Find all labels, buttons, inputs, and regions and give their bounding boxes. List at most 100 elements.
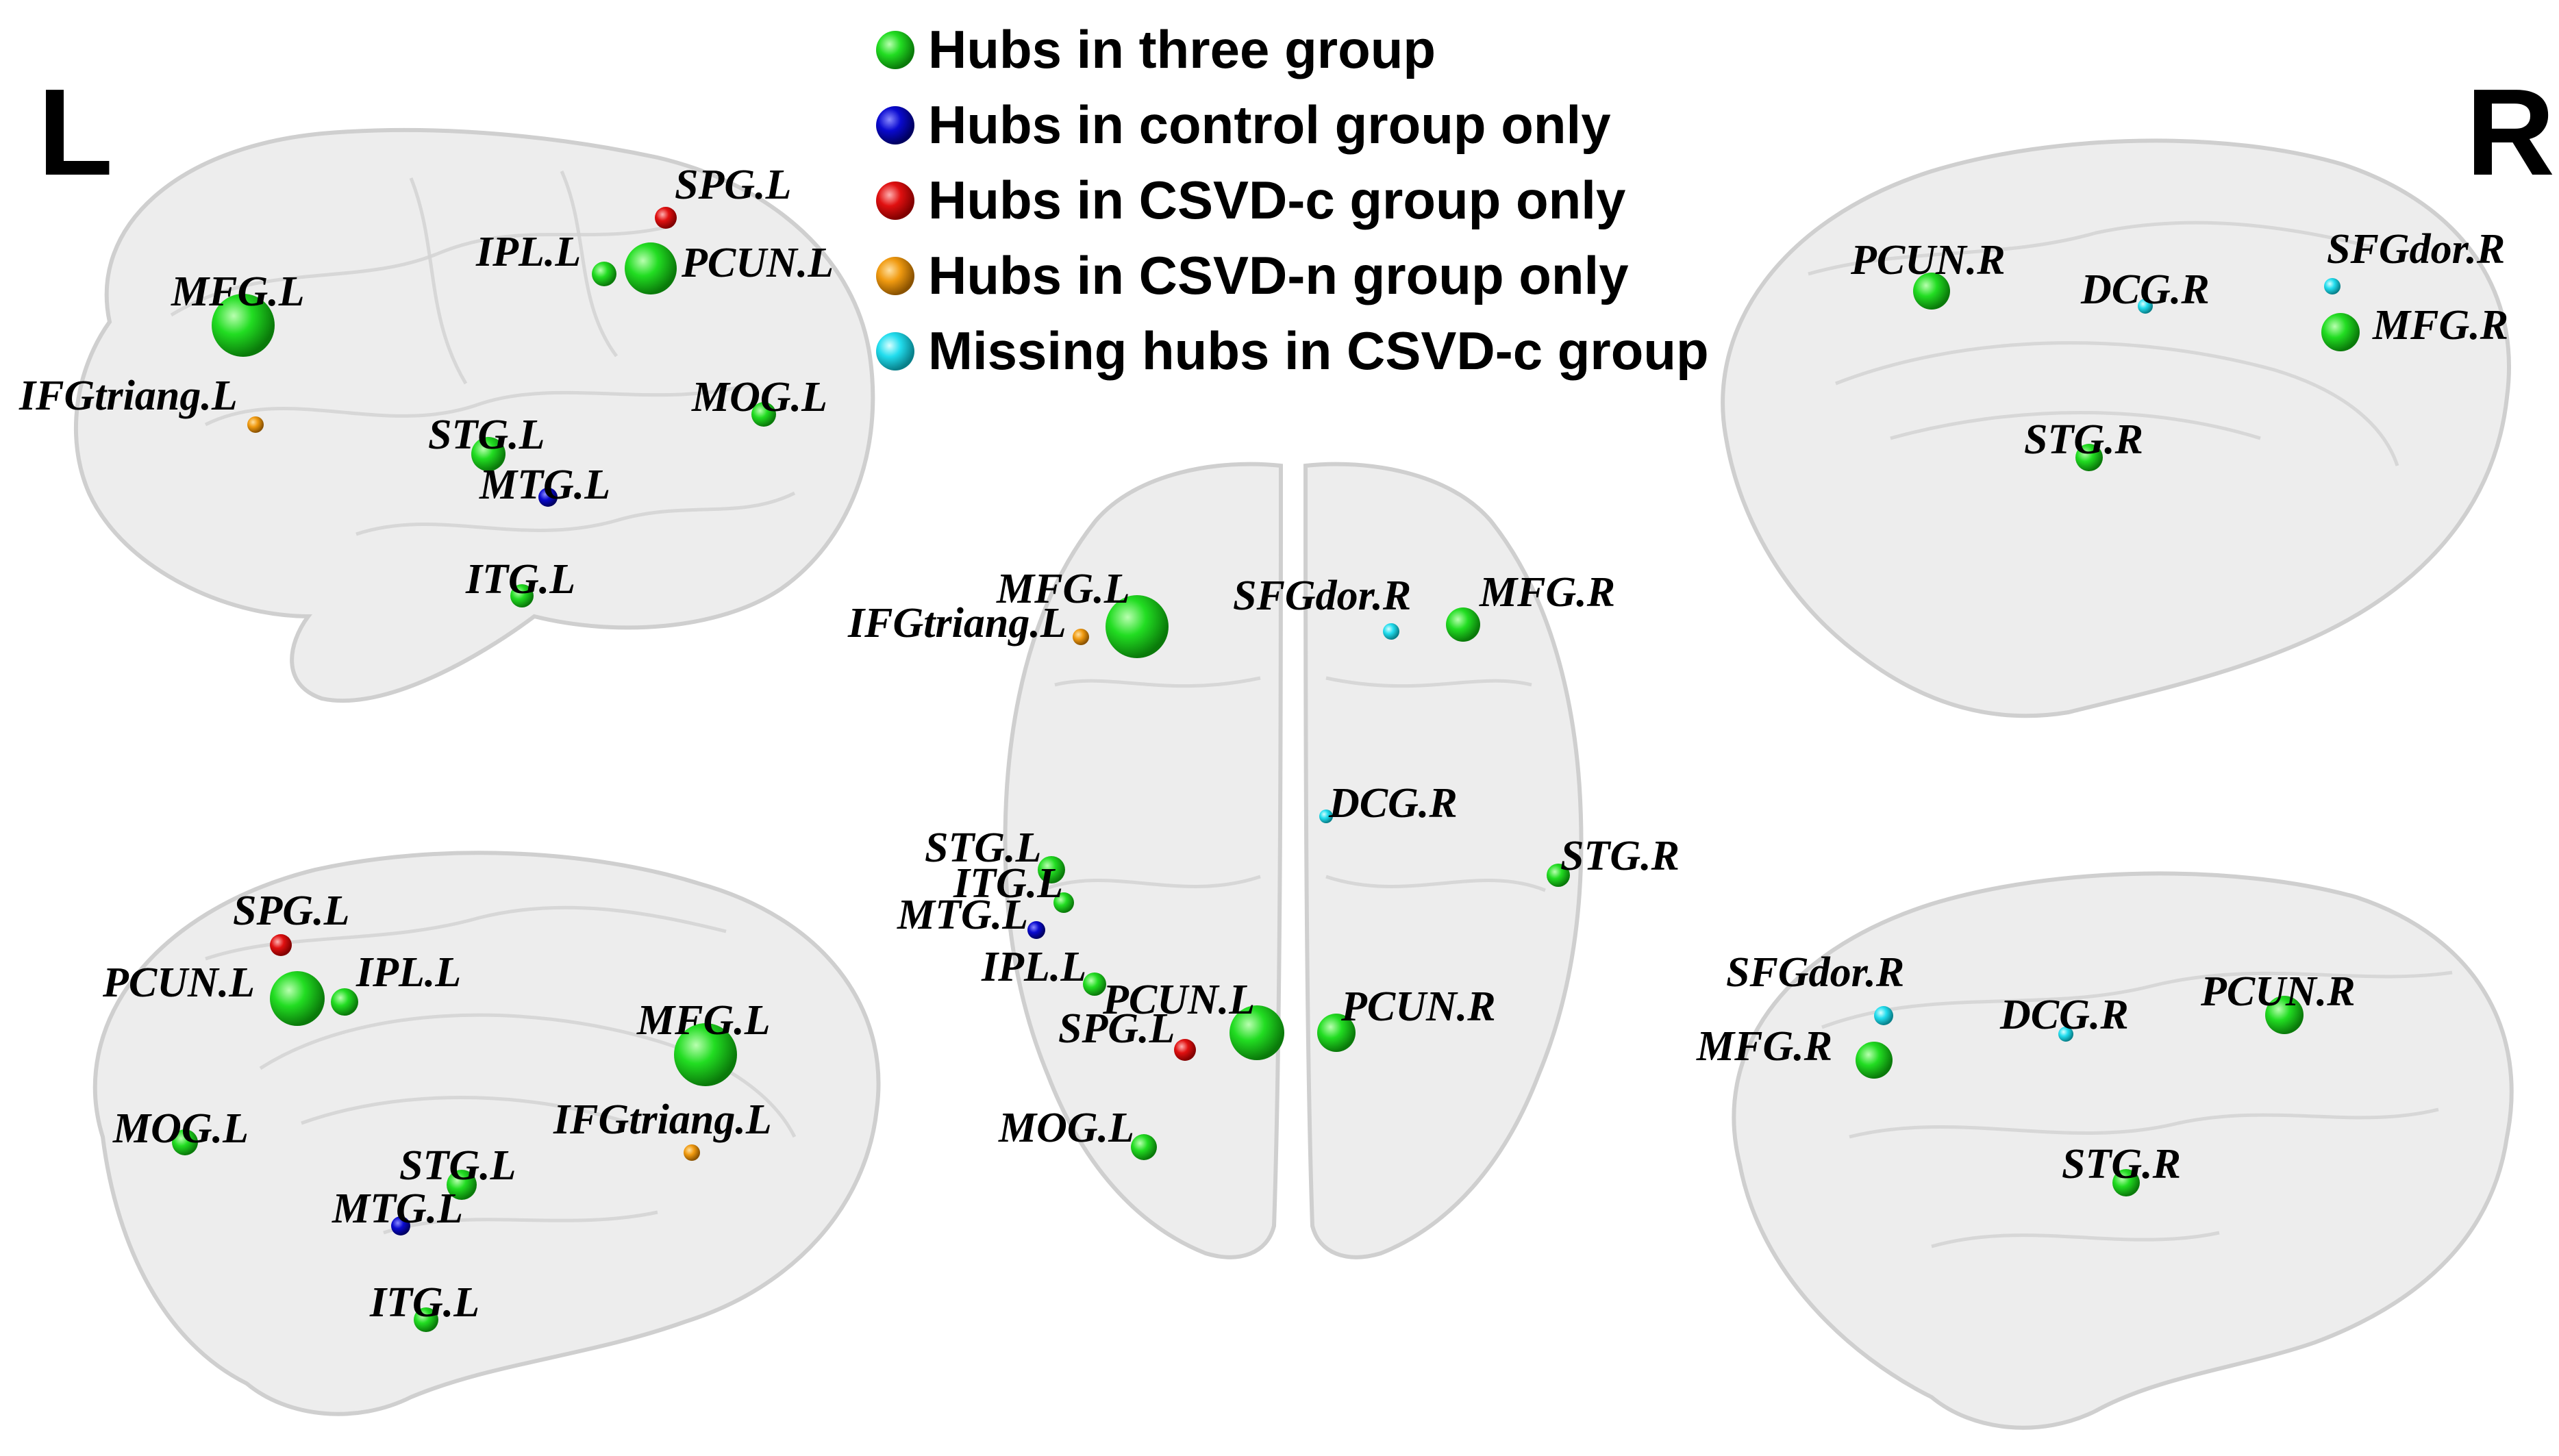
hub-label-pcun-r: PCUN.R [1850, 237, 2006, 284]
hub-node-ipl-l [592, 262, 616, 286]
hub-label-ipl-l: IPL.L [475, 229, 581, 275]
hub-label-mtg-l: MTG.L [332, 1185, 463, 1232]
hub-node-mfg-r [2321, 313, 2360, 351]
legend-item-orange: Hubs in CSVD-n group only [876, 245, 1629, 305]
legend-swatch-cyan [876, 332, 914, 371]
hub-label-stg-r: STG.R [2062, 1141, 2181, 1188]
legend-swatch-green [876, 31, 914, 69]
hub-label-stg-l: STG.L [399, 1142, 516, 1189]
hub-label-mfg-r: MFG.R [1696, 1023, 1832, 1070]
hub-label-sfgdor-r: SFGdor.R [2327, 226, 2505, 273]
hub-label-pcun-l: PCUN.L [681, 240, 834, 286]
legend-item-blue: Hubs in control group only [876, 95, 1611, 155]
hub-node-spg-l [1174, 1039, 1196, 1061]
hub-label-dcg-r: DCG.R [1999, 992, 2129, 1038]
hub-node-mog-l [172, 1129, 198, 1155]
hub-node-dcg-r [1319, 809, 1333, 823]
hub-node-stg-l [471, 437, 505, 471]
hub-node-stg-r [1547, 864, 1570, 887]
legend-label-green: Hubs in three group [928, 19, 1436, 79]
legend-item-cyan: Missing hubs in CSVD-c group [876, 321, 1709, 381]
hub-node-sfgdor-r [2324, 278, 2340, 294]
left-hemisphere-label: L [38, 64, 113, 201]
hub-label-dcg-r: DCG.R [1328, 780, 1458, 827]
brain-dorsal-fold-4 [1325, 875, 1546, 892]
brain-right-lateral-outline [1732, 871, 2514, 1430]
hub-label-stg-l: STG.L [428, 412, 545, 458]
hub-node-stg-l [1038, 856, 1065, 883]
brain-dorsal-fold-2 [1325, 676, 1532, 688]
brain-left-lateral-fold-2 [204, 381, 754, 427]
hub-label-itg-l: ITG.L [953, 860, 1063, 907]
legend-label-orange: Hubs in CSVD-n group only [928, 245, 1629, 305]
hub-label-ipl-l: IPL.L [981, 944, 1086, 990]
hub-label-dcg-r: DCG.R [2080, 266, 2210, 313]
hub-node-stg-r [2075, 444, 2103, 471]
hub-label-spg-l: SPG.L [1058, 1005, 1175, 1052]
hub-label-pcun-r: PCUN.R [1340, 983, 1496, 1030]
hub-node-dcg-r [2058, 1027, 2073, 1042]
hub-label-pcun-r: PCUN.R [2200, 968, 2356, 1015]
hub-node-mfg-l [674, 1023, 737, 1086]
hub-label-mfg-l: MFG.L [996, 566, 1130, 612]
brain-dorsal-fold-1 [1054, 676, 1261, 688]
hub-label-ipl-l: IPL.L [355, 949, 461, 996]
brain-dorsal-left-hemisphere [1003, 462, 1284, 1259]
hub-node-pcun-l [625, 242, 677, 294]
hub-node-ipl-l [1083, 972, 1106, 996]
hub-label-pcun-l: PCUN.L [102, 959, 255, 1006]
hub-node-pcun-l [1229, 1005, 1284, 1060]
hub-node-ifgtriang-l [1073, 629, 1089, 645]
brain-dorsal-fold-3 [1040, 875, 1261, 892]
hub-node-dcg-r [2138, 299, 2153, 314]
hub-node-sfgdor-r [1874, 1006, 1893, 1025]
hub-label-mfg-r: MFG.R [1479, 569, 1615, 616]
hub-label-stg-r: STG.R [2024, 416, 2143, 463]
hub-node-pcun-l [270, 971, 325, 1026]
hub-label-ifgtriang-l: IFGtriang.L [18, 373, 238, 419]
hub-label-mog-l: MOG.L [998, 1105, 1134, 1151]
brain-left-lateral-fold-1 [170, 224, 672, 317]
hub-node-itg-l [1053, 892, 1074, 913]
hub-node-mtg-l [1027, 921, 1045, 939]
legend-item-green: Hubs in three group [876, 19, 1436, 79]
hub-label-mfg-l: MFG.L [636, 997, 771, 1044]
brain-left-medial-fold-4 [383, 1210, 658, 1235]
brain-left-lateral-fold-3 [355, 491, 796, 536]
hub-node-ifgtriang-l [684, 1144, 700, 1161]
hub-label-itg-l: ITG.L [369, 1279, 479, 1326]
brain-left-medial-fold-2 [301, 1096, 631, 1125]
hub-node-itg-l [414, 1307, 438, 1332]
hub-label-ifgtriang-l: IFGtriang.L [847, 600, 1066, 647]
legend: Hubs in three group Hubs in control grou… [876, 19, 1709, 381]
hub-node-ifgtriang-l [247, 416, 264, 433]
hub-label-mtg-l: MTG.L [479, 462, 610, 508]
legend-swatch-orange [876, 257, 914, 295]
hub-label-stg-l: STG.L [925, 825, 1042, 871]
hub-label-itg-l: ITG.L [465, 556, 575, 603]
brain-left-lateral-fold-5 [560, 170, 619, 357]
brain-right-medial-fold-2 [1890, 411, 2261, 440]
hub-node-spg-l [655, 207, 677, 229]
legend-label-blue: Hubs in control group only [928, 95, 1611, 155]
hub-label-mtg-l: MTG.L [897, 892, 1028, 938]
brain-right-lateral-fold-2 [1849, 1107, 2439, 1139]
hub-label-sfgdor-r: SFGdor.R [1726, 949, 1904, 996]
legend-swatch-blue [876, 106, 914, 145]
hub-node-pcun-r [2265, 996, 2304, 1034]
nodes-right-lateral: SFGdor.R MFG.R DCG.R PCUN.R STG.R [1696, 949, 2356, 1196]
hub-node-ipl-l [331, 988, 358, 1016]
hub-label-spg-l: SPG.L [675, 162, 792, 208]
hub-label-sfgdor-r: SFGdor.R [1233, 573, 1411, 619]
legend-item-red: Hubs in CSVD-c group only [876, 170, 1625, 230]
hub-node-mtg-l [391, 1216, 410, 1235]
hub-node-mfg-r [1446, 607, 1480, 642]
brain-left-lateral-fold-4 [409, 177, 468, 385]
right-hemisphere-label: R [2466, 64, 2555, 201]
hub-node-itg-l [510, 584, 534, 607]
